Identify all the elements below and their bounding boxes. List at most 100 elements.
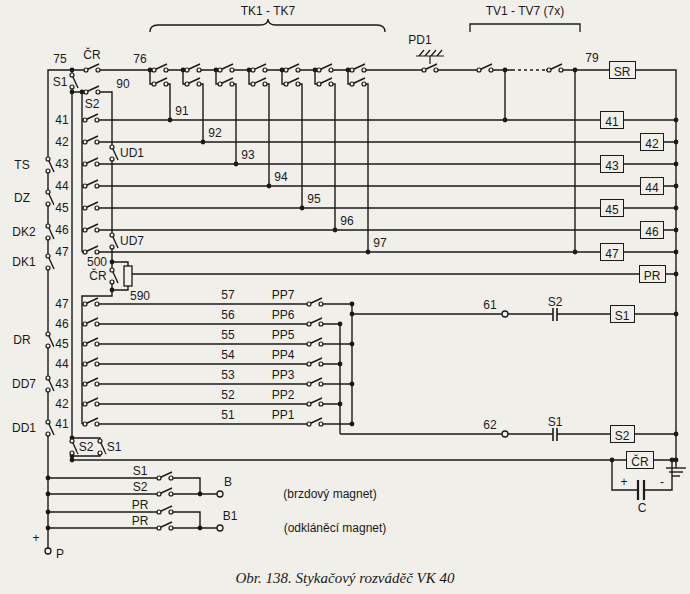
contact-point: [164, 68, 168, 72]
contact-point: [185, 82, 189, 86]
junction-dot: [366, 250, 371, 255]
schematic-label: 590: [129, 290, 151, 302]
contact-point: [96, 68, 100, 72]
wire: [82, 207, 676, 208]
contact-point: [185, 68, 189, 72]
contact-point: [83, 162, 87, 166]
contact-point: [559, 68, 563, 72]
junction-dot: [350, 422, 355, 427]
junction-dot: [267, 184, 272, 189]
wire: [82, 251, 676, 252]
schematic-label: PP7: [271, 289, 296, 301]
contact-point: [95, 302, 99, 306]
schematic-label: DD1: [11, 422, 37, 434]
contact-point: [434, 68, 438, 72]
contact-point: [329, 82, 333, 86]
schematic-label: 61: [482, 299, 497, 311]
junction-dot: [350, 302, 355, 307]
contact-point: [46, 224, 50, 228]
junction-dot: [338, 402, 343, 407]
coil-label: 41: [605, 115, 618, 129]
wire: [82, 323, 340, 324]
contact-point: [84, 90, 88, 94]
junction-dot: [674, 162, 679, 167]
schematic-label: TS: [13, 159, 30, 171]
contact-point: [157, 526, 161, 530]
contact-point: [46, 236, 50, 240]
contact-point: [95, 322, 99, 326]
contact-point: [83, 118, 87, 122]
contact-point: [362, 82, 366, 86]
schematic-label: S2: [84, 98, 101, 110]
wire: [82, 363, 340, 364]
figure-caption: Obr. 138. Stykačový rozváděč VK 40: [236, 570, 455, 587]
contact-point: [83, 362, 87, 366]
wire: [315, 70, 335, 230]
schematic-label: 96: [339, 215, 354, 227]
relay-coil: 42: [640, 133, 664, 151]
wire: [48, 512, 200, 528]
contact-point: [46, 190, 50, 194]
contact-point: [83, 140, 87, 144]
schematic-label: 42: [54, 398, 69, 410]
schematic-label: 79: [584, 52, 599, 64]
schematic-label: PP3: [271, 369, 296, 381]
schematic-label: 62: [482, 419, 497, 431]
contact-point: [296, 68, 300, 72]
relay-coil: 46: [640, 221, 664, 239]
contact-point: [98, 451, 102, 455]
contact-point: [83, 402, 87, 406]
schematic-label: PP2: [271, 389, 296, 401]
schematic-label: PP5: [271, 329, 296, 341]
wire: [504, 70, 505, 120]
schematic-label: TV1 - TV7 (7x): [485, 5, 565, 17]
schematic-label: 95: [306, 193, 321, 205]
schematic-label: 55: [220, 329, 235, 341]
contact-point: [218, 68, 222, 72]
coil-label: ČR: [631, 455, 648, 469]
wire: [150, 70, 170, 120]
contact-point: [230, 82, 234, 86]
contact-point: [95, 184, 99, 188]
coil-label: S2: [615, 429, 630, 443]
junction-dot: [674, 206, 679, 211]
schematic-label: 44: [54, 180, 69, 192]
relay-coil: 47: [600, 243, 624, 261]
relay-coil: 44: [640, 177, 664, 195]
junction-dot: [350, 382, 355, 387]
contact-point: [98, 439, 102, 443]
contact-blade: [556, 427, 558, 441]
contact-point: [70, 73, 74, 77]
contact-point: [110, 280, 114, 284]
contact-point: [319, 422, 323, 426]
schematic-label: UD7: [119, 235, 145, 247]
contact-point: [350, 82, 354, 86]
contact-point: [197, 68, 201, 72]
junction-dot: [198, 492, 203, 497]
coil-label: 47: [605, 247, 618, 261]
contact-point: [83, 422, 87, 426]
junction-dot: [300, 206, 305, 211]
contact-point: [83, 184, 87, 188]
contact-group: [45, 64, 678, 554]
wire: [82, 163, 676, 164]
contact-point: [307, 302, 311, 306]
contact-point: [84, 68, 88, 72]
contact-point: [477, 68, 481, 72]
contact-point: [46, 202, 50, 206]
schematic-label: PP1: [271, 409, 296, 421]
junction-dot: [234, 162, 239, 167]
junction-dot: [201, 140, 206, 145]
wire: [48, 527, 217, 528]
contact-point: [46, 157, 50, 161]
schematic-label: 42: [54, 136, 69, 148]
junction-dot: [110, 288, 115, 293]
junction-dot: [70, 458, 75, 463]
contact-point: [307, 362, 311, 366]
contact-blade: [512, 69, 546, 70]
schematic-label: PP6: [271, 309, 296, 321]
contact-point: [319, 402, 323, 406]
contact-point: [70, 451, 74, 455]
contact-point: [110, 245, 114, 249]
schematic-label: DD7: [11, 378, 37, 390]
